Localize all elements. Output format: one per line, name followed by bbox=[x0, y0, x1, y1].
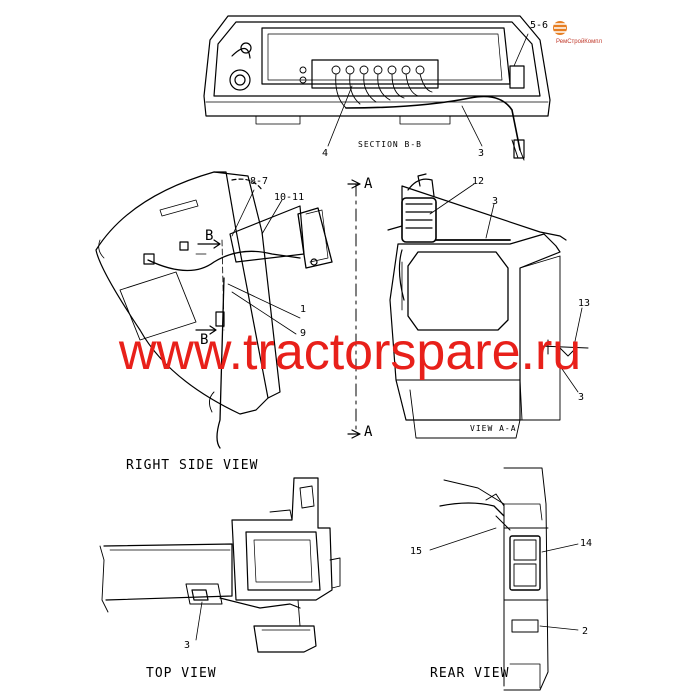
right-side-view-drawing bbox=[95, 171, 333, 449]
rear-view-drawing bbox=[429, 467, 579, 691]
section-marker-b-bottom: B bbox=[200, 332, 209, 348]
section-aa-cut-line bbox=[347, 179, 361, 439]
section-marker-b-top: B bbox=[205, 228, 214, 244]
callout-2: 2 bbox=[582, 626, 589, 637]
callout-1: 1 bbox=[300, 304, 307, 315]
logo-text: РемСтройКомпл bbox=[556, 39, 603, 45]
section-marker-a-bottom: A bbox=[364, 424, 373, 440]
rear-view-title: REAR VIEW bbox=[430, 666, 510, 681]
callout-15: 15 bbox=[410, 546, 423, 557]
section-bb-title: SECTION B-B bbox=[358, 140, 422, 149]
callout-3-view: 3 bbox=[492, 196, 499, 207]
callout-13: 13 bbox=[578, 298, 591, 309]
view-aa-title: VIEW A-A bbox=[470, 424, 517, 433]
callout-12: 12 bbox=[472, 176, 485, 187]
top-view-title: TOP VIEW bbox=[146, 666, 217, 681]
callout-8-7: 8-7 bbox=[250, 176, 269, 187]
callout-10-11: 10-11 bbox=[274, 192, 305, 203]
callout-14: 14 bbox=[580, 538, 593, 549]
callout-9: 9 bbox=[300, 328, 307, 339]
callout-5-6: 5-6 bbox=[530, 20, 549, 31]
callout-4: 4 bbox=[322, 148, 329, 159]
top-view-drawing bbox=[99, 477, 341, 653]
callout-3-right: 3 bbox=[578, 392, 585, 403]
callout-3-top: 3 bbox=[184, 640, 191, 651]
section-marker-a-top: A bbox=[364, 176, 373, 192]
view-aa-drawing bbox=[387, 173, 589, 439]
callout-3-section: 3 bbox=[478, 148, 485, 159]
right-side-view-title: RIGHT SIDE VIEW bbox=[126, 458, 259, 473]
company-logo bbox=[553, 21, 567, 35]
watermark-url: www.tractorspare.ru bbox=[118, 323, 582, 381]
section-bb-drawing bbox=[203, 15, 551, 161]
